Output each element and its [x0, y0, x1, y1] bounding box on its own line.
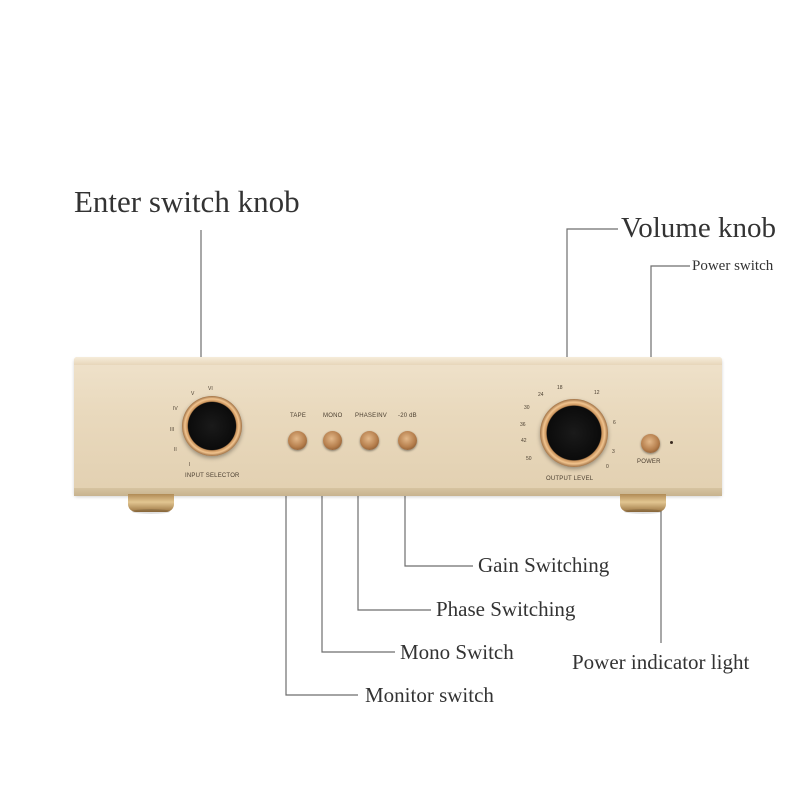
callout-volume-knob: Volume knob [621, 212, 776, 244]
power-label: POWER [637, 459, 661, 465]
input-position-label: II [174, 447, 177, 453]
callout-gain-switching: Gain Switching [478, 553, 610, 577]
phase-inv-button[interactable] [360, 431, 379, 450]
amplifier-front-panel [74, 357, 722, 495]
volume-scale-tick: 0 [606, 464, 609, 470]
gain-label: -20 dB [398, 413, 417, 419]
volume-scale-tick: 50 [526, 456, 532, 462]
power-indicator-led [670, 441, 673, 444]
amplifier-foot-right [620, 494, 666, 514]
output-level-label: OUTPUT LEVEL [546, 476, 594, 482]
amplifier-bottom-edge [74, 488, 722, 496]
mono-label: MONO [323, 413, 343, 419]
amplifier-foot-left [128, 494, 174, 514]
input-position-label: V [191, 391, 195, 397]
input-position-label: IV [173, 406, 178, 412]
power-button[interactable] [641, 434, 660, 453]
callout-mono-switch: Mono Switch [400, 640, 514, 664]
volume-scale-tick: 12 [594, 390, 600, 396]
input-selector-label: INPUT SELECTOR [185, 473, 240, 479]
volume-scale-tick: 30 [524, 405, 530, 411]
volume-scale-tick: 36 [520, 422, 526, 428]
volume-scale-tick: 6 [613, 420, 616, 426]
volume-scale-tick: 3 [612, 449, 615, 455]
volume-scale-tick: 42 [521, 438, 527, 444]
volume-knob[interactable] [540, 399, 608, 467]
callout-power-indicator-light: Power indicator light [572, 650, 750, 674]
tape-label: TAPE [290, 413, 307, 419]
callout-phase-switching: Phase Switching [436, 597, 576, 621]
input-position-label: I [189, 462, 191, 468]
input-position-label: III [170, 427, 175, 433]
volume-scale-tick: 18 [557, 385, 563, 391]
input-selector-knob[interactable] [182, 396, 242, 456]
volume-scale-tick: 24 [538, 392, 544, 398]
tape-monitor-button[interactable] [288, 431, 307, 450]
input-position-label: VI [208, 386, 213, 392]
callout-monitor-switch: Monitor switch [365, 683, 494, 707]
mono-button[interactable] [323, 431, 342, 450]
gain-button[interactable] [398, 431, 417, 450]
callout-power-switch: Power switch [692, 258, 774, 274]
phase-inv-label: PHASEINV [355, 413, 387, 419]
callout-enter-switch-knob: Enter switch knob [74, 184, 300, 219]
